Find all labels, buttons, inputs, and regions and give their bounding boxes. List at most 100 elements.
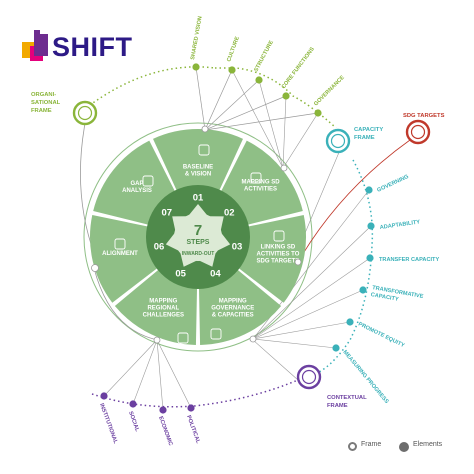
ctx-element-dot-2	[129, 400, 137, 408]
contextual-arc	[91, 379, 299, 408]
center-line2: INWARD-OUT	[182, 251, 215, 257]
step-number-7: 07	[161, 208, 172, 219]
step-label-2-line-2: ACTIVITIES	[244, 187, 277, 193]
step-number-1: 01	[193, 193, 204, 204]
org-link-4	[204, 112, 319, 131]
step-label-4-line-1: MAPPING	[219, 298, 247, 304]
step7-icon	[142, 175, 154, 187]
ctx-element-dot-1	[100, 392, 108, 400]
organisational-arc-a	[85, 66, 216, 109]
ctx-element-dot-4	[187, 404, 195, 412]
legend-frame-label: Frame	[361, 441, 382, 448]
step-label-5-line-1: MAPPING	[149, 298, 177, 304]
step-number-4: 04	[210, 269, 221, 280]
org-link-2	[204, 79, 260, 131]
cap-link-1	[252, 225, 372, 340]
org-element-dot-2	[228, 66, 236, 74]
org-link-1	[204, 69, 233, 131]
step-segment-7	[93, 140, 176, 225]
org-element-label-3: STRUCTURE	[253, 39, 275, 73]
center-number: 7	[194, 222, 202, 239]
ctx-element-label-4: POLITICAL	[185, 415, 201, 445]
contextual-frame-ring-outer	[296, 364, 322, 390]
logo-mark-notch	[34, 30, 40, 35]
step-label-3-line-2: ACTIVITIES TO	[256, 251, 299, 257]
step6-icon	[114, 238, 126, 250]
contextual-frame-label-2: FRAME	[327, 403, 348, 409]
org-element-label-4: CORE FUNCTIONS	[281, 46, 316, 90]
ctx-link-1	[132, 339, 158, 405]
hub-2	[249, 335, 257, 343]
capacity-to-step3	[299, 149, 341, 246]
org-link2-4	[282, 112, 319, 169]
legend-elements-icon	[399, 442, 409, 452]
org-element-dot-5	[314, 109, 322, 117]
capacity-element-dot-5	[346, 318, 354, 326]
org-element-dot-4	[282, 92, 290, 100]
capacity-element-dot-3	[366, 254, 374, 262]
organisational-frame-ring-outer	[72, 100, 98, 126]
cap-link-2	[252, 257, 371, 340]
sdg-targets-label: SDG TARGETS	[403, 113, 445, 119]
org-link2-2	[258, 79, 284, 169]
capacity-element-dot-1	[365, 186, 373, 194]
step-segment-6	[90, 214, 159, 303]
org-element-label-2: CULTURE	[226, 36, 241, 63]
step5-icon	[177, 332, 189, 344]
capacity-element-label-3: TRANSFER CAPACITY	[379, 257, 439, 263]
step2-icon	[250, 172, 262, 184]
org-link2-3	[282, 95, 287, 169]
step-segment-4	[198, 268, 282, 345]
ctx-link-3	[156, 339, 192, 409]
cap-link-3	[252, 289, 364, 340]
logo-text: SHIFT	[52, 32, 133, 62]
org-link2-1	[231, 69, 284, 169]
capacity-element-label-2: ADAPTABILITY	[379, 219, 420, 231]
ctx-element-dot-3	[159, 406, 167, 414]
cap-link-5	[252, 338, 337, 349]
legend-elements-label: Elements	[413, 441, 443, 448]
step-number-5: 05	[175, 269, 186, 280]
capacity-frame-ring-inner	[330, 133, 346, 149]
org-element-label-5: GOVERNANCE	[313, 75, 346, 108]
step3-icon	[273, 230, 285, 242]
hub-0	[201, 125, 209, 133]
step-number-2: 02	[224, 208, 235, 219]
segments	[90, 128, 307, 345]
alignment-hub	[91, 264, 99, 272]
capacity-frame-ring-outer	[325, 128, 351, 154]
step4-icon	[210, 328, 222, 340]
ctx-element-label-1: INSTITUTIONAL	[98, 403, 118, 446]
outer-ring	[83, 122, 313, 352]
step-segment-5	[114, 268, 198, 345]
sdg-line	[297, 139, 411, 263]
org-frame-label-2: SATIONAL	[31, 100, 61, 106]
ctx-element-label-3: ECONOMIC	[157, 416, 173, 447]
step-label-7-line-2: ANALYSIS	[122, 188, 152, 194]
step-segment-3	[237, 214, 307, 303]
legend-frame-icon	[348, 442, 357, 451]
shift-logo: SHIFT	[22, 30, 132, 64]
org-frame-label-1: ORGANI-	[31, 92, 56, 98]
capacity-element-label-4-b: CAPACITY	[370, 292, 399, 303]
hub-1	[280, 164, 288, 172]
capacity-element-dot-4	[359, 286, 367, 294]
legend: Frame Elements	[348, 441, 468, 457]
step-label-1-line-1: BASELINE	[183, 165, 213, 171]
capacity-element-dot-2	[367, 222, 375, 230]
hub-4	[294, 258, 302, 266]
logo-mark-purple	[34, 34, 48, 56]
capacity-element-label-5: PROMOTE EQUITY	[357, 321, 405, 349]
step-label-3-line-3: SDG TARGETS	[256, 258, 299, 264]
step-label-4-line-3: & CAPACITIES	[212, 312, 254, 318]
step-label-5-line-2: REGIONAL	[147, 305, 179, 311]
org-element-label-1: SHARED VISION	[190, 16, 204, 61]
center-disc	[174, 213, 222, 261]
capacity-frame-label-1: CAPACITY	[354, 127, 383, 133]
alignment-to-challenges	[93, 267, 159, 341]
org-link-3	[204, 95, 287, 131]
step-segment-2	[220, 140, 303, 225]
step-label-3-line-1: LINKING SD	[261, 244, 296, 250]
